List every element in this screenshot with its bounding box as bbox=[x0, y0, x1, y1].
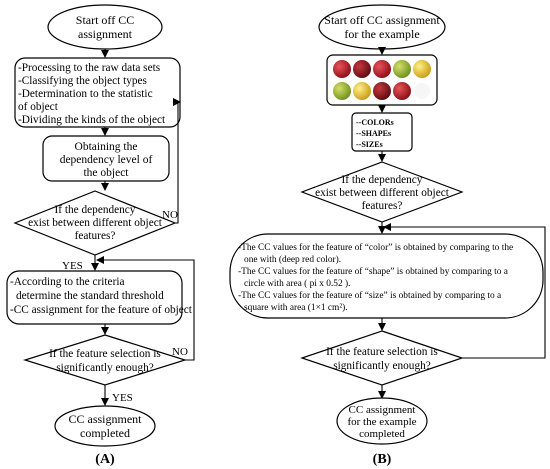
a-end-line-2: completed bbox=[80, 426, 130, 440]
a-dependency-line-1: Obtaining the bbox=[75, 141, 138, 153]
b-end-line-2: for the example bbox=[347, 416, 416, 428]
b-cc-values-line-3: -The CC values for the feature of “shape… bbox=[238, 266, 509, 277]
a-decision-selection bbox=[22, 334, 188, 386]
apple-icon bbox=[333, 60, 351, 78]
apple-icon bbox=[373, 82, 391, 100]
a-decision-selection-line-1: If the feature selection is bbox=[49, 348, 161, 360]
apple-icon bbox=[353, 82, 371, 100]
a-process-line-1: -Processing to the raw data sets bbox=[18, 62, 160, 74]
a-criteria-box bbox=[6, 270, 183, 325]
apple-icon bbox=[393, 82, 411, 100]
a-label-yes-1: YES bbox=[62, 260, 83, 272]
a-process-line-3: -Determination to the statistic bbox=[18, 88, 153, 100]
b-attribute-colors: --COLORs bbox=[356, 118, 394, 127]
a-criteria-line-1: -According to the criteria bbox=[10, 276, 125, 288]
apple-icon bbox=[373, 60, 391, 78]
b-apples-picture bbox=[333, 60, 431, 100]
a-process-line-4: of object bbox=[18, 101, 59, 113]
b-decision-dependency-line-1: If the dependency bbox=[342, 174, 423, 186]
b-start-line-2: for the example bbox=[344, 27, 419, 41]
b-attribute-sizes: --SIZEs bbox=[356, 140, 383, 149]
a-decision-dependency-line-2: exist between different object bbox=[28, 217, 163, 229]
b-cc-values-line-2: one with (deep red color). bbox=[244, 254, 341, 265]
apple-icon bbox=[413, 60, 431, 78]
b-decision-dependency-line-2: exist between different object bbox=[315, 187, 450, 199]
b-cc-values-box bbox=[229, 233, 544, 319]
a-criteria-line-3: -CC assignment for the feature of object bbox=[10, 304, 193, 316]
a-caption: (A) bbox=[95, 452, 115, 467]
b-cc-values-line-5: -The CC values for the feature of “size”… bbox=[238, 290, 502, 301]
a-label-no-2: NO bbox=[172, 346, 188, 358]
apple-icon bbox=[353, 60, 371, 78]
a-end-node bbox=[54, 405, 156, 447]
a-decision-selection-line-2: significantly enough? bbox=[56, 362, 154, 374]
a-dependency-level-box bbox=[42, 135, 170, 182]
b-start-line-1: Start off CC assignment bbox=[324, 13, 440, 27]
b-decision-selection-line-2: significantly enough? bbox=[333, 360, 431, 372]
a-start-line-2: assignment bbox=[78, 27, 133, 41]
b-cc-values-line-4: circle with area ( pi x 0.52 ). bbox=[244, 278, 350, 289]
a-criteria-line-2: determine the standard threshold bbox=[16, 290, 164, 302]
b-attribute-shapes: --SHAPEs bbox=[356, 129, 391, 138]
b-end-line-3: completed bbox=[359, 428, 405, 440]
a-end-line-1: CC assignment bbox=[68, 412, 142, 426]
a-label-yes-2: YES bbox=[112, 392, 133, 404]
a-label-no-1: NO bbox=[162, 209, 178, 221]
a-process-line-5: -Dividing the kinds of the object bbox=[18, 114, 166, 126]
apple-icon bbox=[333, 82, 351, 100]
b-end-node bbox=[336, 397, 428, 445]
b-decision-selection bbox=[300, 330, 464, 386]
apple-icon bbox=[393, 60, 411, 78]
a-dependency-line-3: the object bbox=[83, 167, 129, 179]
a-decision-dependency-line-3: features? bbox=[75, 230, 116, 242]
panel-a: Start off CC assignment -Processing to t… bbox=[6, 4, 195, 467]
a-decision-dependency-line-1: If the dependency bbox=[55, 204, 136, 216]
a-process-box bbox=[14, 57, 181, 128]
a-dependency-line-2: dependency level of bbox=[60, 154, 153, 166]
b-decision-dependency-line-3: features? bbox=[362, 200, 403, 212]
b-caption: (B) bbox=[373, 452, 392, 467]
b-end-line-1: CC assignment bbox=[349, 404, 416, 416]
b-decision-selection-line-1: If the feature selection is bbox=[326, 346, 438, 358]
panel-b: Start off CC assignment for the example … bbox=[229, 4, 546, 467]
apple-icon bbox=[414, 83, 430, 99]
a-start-line-1: Start off CC bbox=[76, 13, 134, 27]
b-cc-values-line-6: square with area (1×1 cm²). bbox=[244, 302, 348, 313]
a-process-line-2: -Classifying the object types bbox=[18, 75, 147, 87]
b-cc-values-line-1: -The CC values for the feature of “color… bbox=[238, 242, 513, 253]
